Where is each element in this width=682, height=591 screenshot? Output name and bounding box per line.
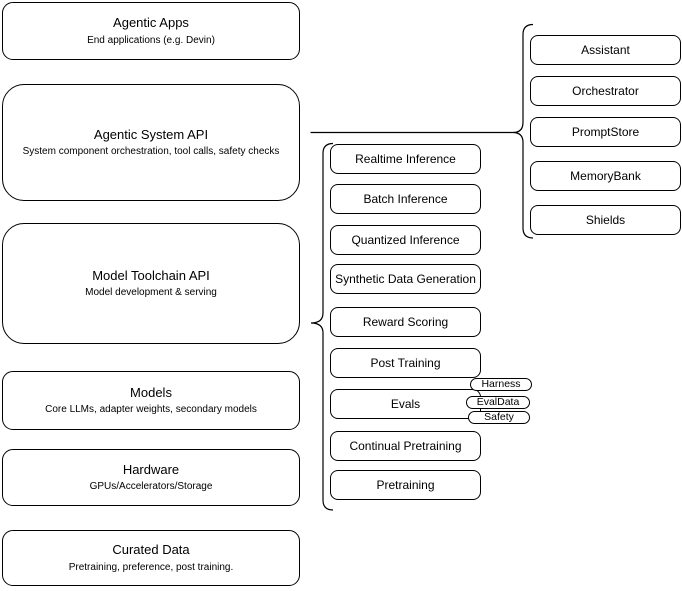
box-curated-data: Curated Data Pretraining, preference, po… <box>2 530 300 586</box>
pill-evaldata: EvalData <box>466 396 530 409</box>
box-continual-pretraining: Continual Pretraining <box>330 431 481 461</box>
pill-harness: Harness <box>470 378 532 391</box>
box-title: Curated Data <box>112 542 190 558</box>
box-title: Agentic Apps <box>113 15 189 31</box>
box-model-toolchain-api: Model Toolchain API Model development & … <box>2 223 300 344</box>
box-post-training: Post Training <box>330 348 481 378</box>
box-title: Agentic System API <box>93 126 209 142</box>
box-agentic-apps: Agentic Apps End applications (e.g. Devi… <box>2 2 300 60</box>
box-title: Hardware <box>122 461 180 477</box>
box-pretraining: Pretraining <box>330 470 481 500</box>
box-subtitle: Core LLMs, adapter weights, secondary mo… <box>45 404 257 416</box>
box-reward-scoring: Reward Scoring <box>330 307 481 337</box>
box-batch-inference: Batch Inference <box>330 184 481 214</box>
box-subtitle: Pretraining, preference, post training. <box>68 561 234 573</box>
box-promptstore: PromptStore <box>530 117 681 147</box>
box-memorybank: MemoryBank <box>530 161 681 191</box>
box-subtitle: GPUs/Accelerators/Storage <box>89 481 213 493</box>
box-models: Models Core LLMs, adapter weights, secon… <box>2 371 300 430</box>
box-hardware: Hardware GPUs/Accelerators/Storage <box>2 449 300 506</box>
box-assistant: Assistant <box>530 35 681 65</box>
box-shields: Shields <box>530 205 681 235</box>
box-orchestrator: Orchestrator <box>530 76 681 106</box>
box-evals: Evals <box>330 389 481 419</box>
box-quantized-inference: Quantized Inference <box>330 225 481 255</box>
box-realtime-inference: Realtime Inference <box>330 144 481 174</box>
box-synthetic-data-generation: Synthetic Data Generation <box>330 264 481 294</box>
box-subtitle: Model development & serving <box>85 287 217 299</box>
box-subtitle: System component orchestration, tool cal… <box>22 146 280 158</box>
box-subtitle: End applications (e.g. Devin) <box>87 34 215 46</box>
box-title: Models <box>130 384 172 400</box>
pill-safety: Safety <box>468 411 530 424</box>
box-agentic-system-api: Agentic System API System component orch… <box>2 84 300 201</box>
box-title: Model Toolchain API <box>92 267 210 283</box>
